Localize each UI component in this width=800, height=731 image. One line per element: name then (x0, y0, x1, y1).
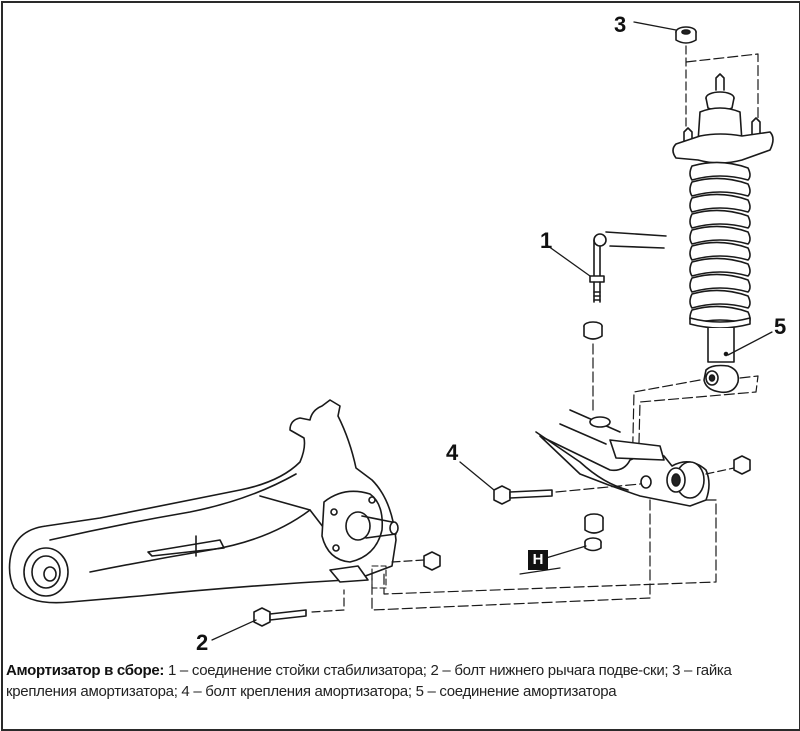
mounting-nut-3 (675, 26, 697, 44)
trailing-arm-knuckle (8, 399, 441, 604)
suspension-diagram (8, 21, 774, 641)
callout-1: 1 (540, 228, 553, 253)
lower-arm (371, 409, 751, 611)
caption-title: Амортизатор в сборе: (6, 662, 165, 679)
callout-3: 3 (614, 12, 627, 37)
arm-bolt-2 (211, 589, 345, 641)
shock-absorber-assembly (631, 26, 774, 483)
caption-text: 1 – соединение стойки стабилизатора; 2 –… (6, 662, 732, 700)
callout-2: 2 (196, 630, 209, 655)
figure-caption: Амортизатор в сборе: 1 – соединение стой… (6, 660, 790, 702)
bushing-h-part (519, 513, 604, 575)
callout-5: 5 (774, 314, 787, 339)
coil-spring (689, 161, 751, 325)
stabilizer-link (547, 231, 667, 413)
shock-bolt-4 (459, 461, 641, 505)
callout-4: 4 (446, 440, 459, 465)
callout-h-badge: H (528, 550, 548, 570)
